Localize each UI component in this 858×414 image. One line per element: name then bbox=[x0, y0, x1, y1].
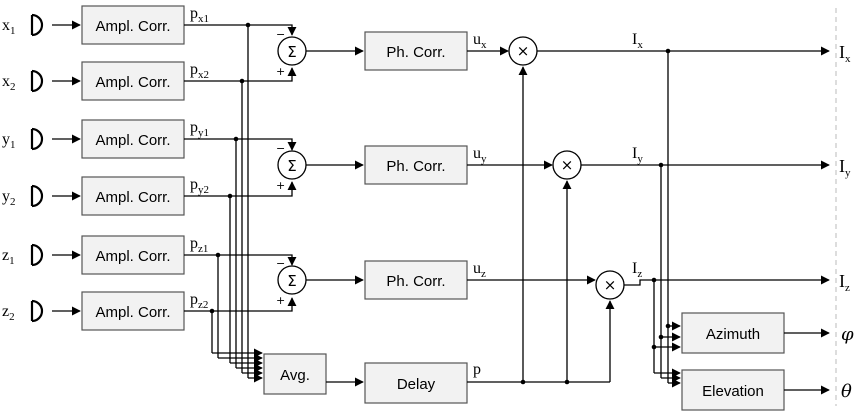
svg-text:−: − bbox=[276, 257, 285, 270]
multiplier-z: × bbox=[595, 270, 625, 300]
intensity-tap-wiring bbox=[651, 48, 681, 388]
ampl-corr-box-4 bbox=[81, 176, 185, 216]
microphone-icon bbox=[30, 299, 44, 323]
microphone-icon bbox=[30, 127, 44, 151]
svg-text:+: + bbox=[276, 179, 285, 192]
mic-label-x2: x2 bbox=[2, 73, 16, 93]
ph-corr-box-z bbox=[364, 260, 468, 300]
ampl-corr-label: Ampl. Corr. bbox=[95, 74, 170, 91]
signal-label-px2: px2 bbox=[190, 61, 209, 81]
delay-label: Delay bbox=[397, 376, 436, 393]
sum-junction-x: Σ − + bbox=[276, 28, 307, 78]
mic-label-z2: z2 bbox=[2, 303, 15, 323]
mic-label-x1: x1 bbox=[2, 17, 16, 37]
multiplier-x: × bbox=[508, 36, 538, 66]
azimuth-label: Azimuth bbox=[706, 326, 760, 343]
output-label-iy: Iy bbox=[839, 156, 851, 179]
signal-label-p: p bbox=[473, 361, 481, 378]
mic-row-5: z1 Ampl. Corr. bbox=[2, 235, 185, 275]
svg-text:Σ: Σ bbox=[287, 43, 296, 61]
mic-row-6: z2 Ampl. Corr. bbox=[2, 291, 185, 331]
elevation-box bbox=[681, 369, 785, 411]
microphone-icon bbox=[30, 69, 44, 93]
output-label-iz: Iz bbox=[839, 271, 850, 294]
svg-text:−: − bbox=[276, 28, 285, 41]
signal-label-py2: py2 bbox=[190, 176, 209, 196]
elevation-label: Elevation bbox=[702, 383, 764, 400]
signal-label-uz: uz bbox=[473, 260, 486, 280]
svg-text:×: × bbox=[517, 42, 530, 60]
ph-corr-label: Ph. Corr. bbox=[386, 273, 445, 290]
mic-label-z1: z1 bbox=[2, 247, 15, 267]
svg-text:−: − bbox=[276, 142, 285, 155]
mic-row-3: y1 Ampl. Corr. bbox=[2, 119, 185, 159]
signal-label-py1: py1 bbox=[190, 119, 209, 139]
ph-corr-label: Ph. Corr. bbox=[386, 44, 445, 61]
signal-label-uy: uy bbox=[473, 145, 487, 165]
mic-label-y2: y2 bbox=[2, 188, 16, 208]
multiplier-y: × bbox=[552, 150, 582, 180]
avg-label: Avg. bbox=[280, 367, 310, 384]
ampl-corr-box-3 bbox=[81, 119, 185, 159]
microphone-icon bbox=[30, 184, 44, 208]
p-bus-wiring bbox=[467, 66, 615, 385]
avg-box bbox=[263, 353, 327, 395]
signal-label-ix: Ix bbox=[632, 31, 643, 51]
ph-corr-box-y bbox=[364, 145, 468, 185]
signal-label-pz2: pz2 bbox=[190, 291, 208, 311]
ampl-corr-box-5 bbox=[81, 235, 185, 275]
output-label-phi: φ bbox=[841, 324, 854, 345]
output-label-theta: θ bbox=[841, 381, 852, 402]
signal-label-px1: px1 bbox=[190, 5, 209, 25]
azimuth-box bbox=[681, 312, 785, 354]
sum-junction-z: Σ − + bbox=[276, 257, 307, 307]
mic-row-1: x1 Ampl. Corr. bbox=[2, 5, 185, 45]
sum-junction-y: Σ − + bbox=[276, 142, 307, 192]
ampl-corr-box-2 bbox=[81, 61, 185, 101]
svg-text:Σ: Σ bbox=[287, 272, 296, 290]
microphone-icon bbox=[30, 13, 44, 37]
output-label-ix: Ix bbox=[839, 42, 851, 65]
delay-box bbox=[364, 362, 468, 404]
svg-text:+: + bbox=[276, 294, 285, 307]
mic-label-y1: y1 bbox=[2, 131, 16, 151]
svg-text:+: + bbox=[276, 65, 285, 78]
ampl-corr-label: Ampl. Corr. bbox=[95, 189, 170, 206]
signal-label-iy: Iy bbox=[632, 145, 643, 165]
ampl-corr-label: Ampl. Corr. bbox=[95, 304, 170, 321]
svg-text:×: × bbox=[604, 276, 617, 294]
microphone-icon bbox=[30, 243, 44, 267]
svg-text:Σ: Σ bbox=[287, 157, 296, 175]
mic-row-2: x2 Ampl. Corr. bbox=[2, 61, 185, 101]
ph-corr-box-x bbox=[364, 31, 468, 71]
ampl-corr-label: Ampl. Corr. bbox=[95, 132, 170, 149]
ph-corr-label: Ph. Corr. bbox=[386, 158, 445, 175]
signal-label-pz1: pz1 bbox=[190, 235, 208, 255]
signal-label-iz: Iz bbox=[632, 260, 642, 280]
ampl-corr-label: Ampl. Corr. bbox=[95, 18, 170, 35]
svg-text:×: × bbox=[561, 156, 574, 174]
ampl-corr-box-6 bbox=[81, 291, 185, 331]
signal-label-ux: ux bbox=[473, 31, 487, 51]
ampl-corr-label: Ampl. Corr. bbox=[95, 248, 170, 265]
mic-row-4: y2 Ampl. Corr. bbox=[2, 176, 185, 216]
p-signal-wiring bbox=[184, 22, 297, 383]
